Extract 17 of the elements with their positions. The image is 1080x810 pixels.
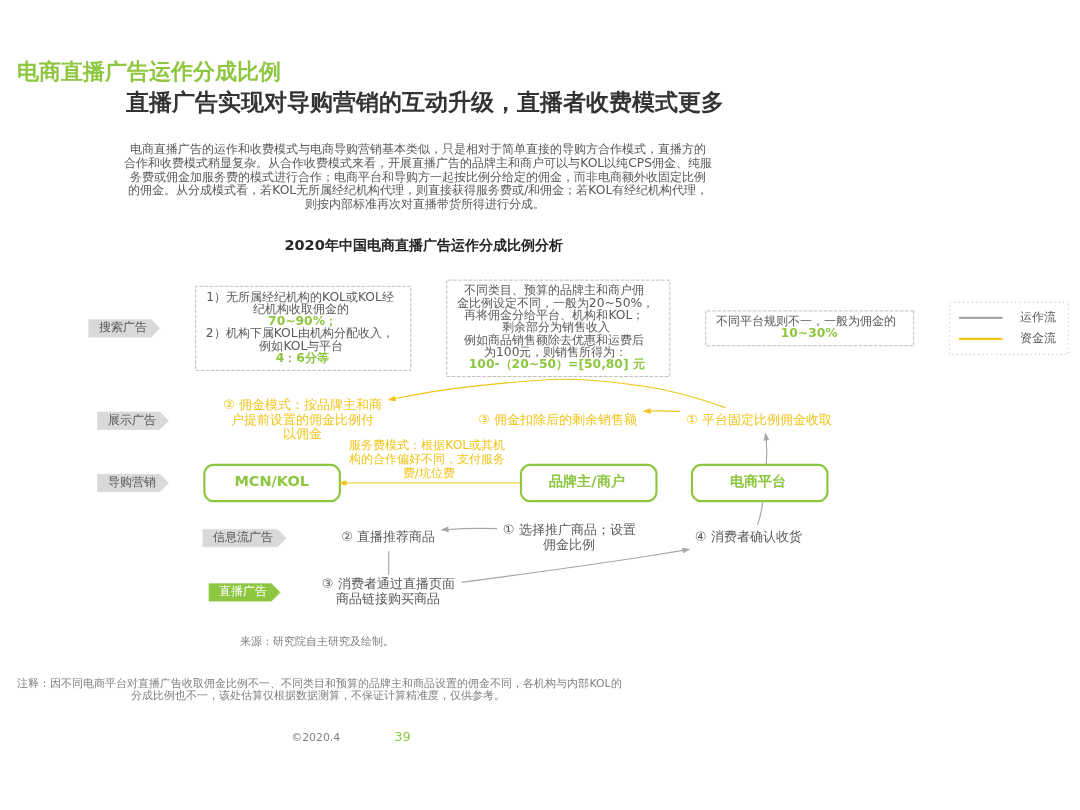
label: 39 [394,728,411,744]
label: 2020年中国电商直播广告运作分成比例分析 [284,236,563,253]
label: ©2020.4 [291,730,341,744]
label: 电商直播广告的运作和收费模式与电商导购营销基本类似，只是相对于简单直接的导购方合作模式，直播方的合作和收费模式稍显复杂。从合作收费模式来看，开展直播广告的品牌主和商户可以与KOL以纯CPS佣金、纯服务费或佣金加服务费的模式进行合作；电商平台和导购方一起按比例分给定的佣金，而非电商额外收固定比例的佣金。从分成模式看，若KOL无所属经纪机构代理，则直接获得服务费或/和佣金；若KOL有经纪机构代理，则按内部标准再次对直播带货所得进行分成。 [124,141,713,211]
node-text: ③ 消费者通过直播页面商品链接购买商品 [321,575,455,606]
node-text: ① 平台固定比例佣金收取 [686,411,832,427]
label: 来源：研究院自主研究及绘制。 [239,634,394,648]
label: 直播广告实现对导购营销的互动升级，直播者收费模式更多 [126,87,725,115]
diagram-title: 电商直播广告运作分成比例 [17,58,282,84]
label: 注释：因不同电商平台对直播广告收取佣金比例不一、不同类目和预算的品牌主和商品设置的佣金不同，各机构与内部KOL的分成比例也不一，该处估算仅根据数据测算，不保证计算精准度，仅供参考。 [17,676,622,702]
node-text: ① 选择推广商品；设置佣金比例 [502,521,636,552]
legend-label: 运作流 [1019,309,1056,324]
node-text: ④ 消费者确认收货 [694,528,802,544]
node-text: ③ 佣金扣除后的剩余销售额 [478,411,638,427]
edge-label: 服务费模式：根据KOL或其机构的合作偏好不同，支付服务费/坑位费 [348,437,506,480]
legend-label: 资金流 [1019,330,1056,345]
node-text: ② 直播推荐商品 [341,528,436,544]
